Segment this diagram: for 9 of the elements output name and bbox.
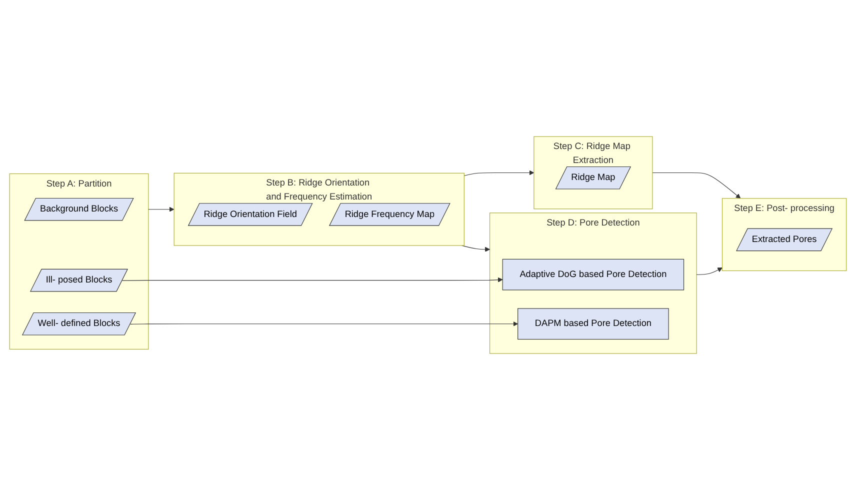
arrow xyxy=(130,321,518,326)
node-box: Adaptive DoG based Pore Detection xyxy=(502,258,684,290)
arrow xyxy=(696,267,722,275)
arrow xyxy=(148,206,174,212)
node-box: DAPM based Pore Detection xyxy=(518,308,669,340)
arrow xyxy=(652,172,741,199)
arrow xyxy=(122,277,503,282)
arrow xyxy=(464,170,534,176)
arrow xyxy=(462,245,490,252)
